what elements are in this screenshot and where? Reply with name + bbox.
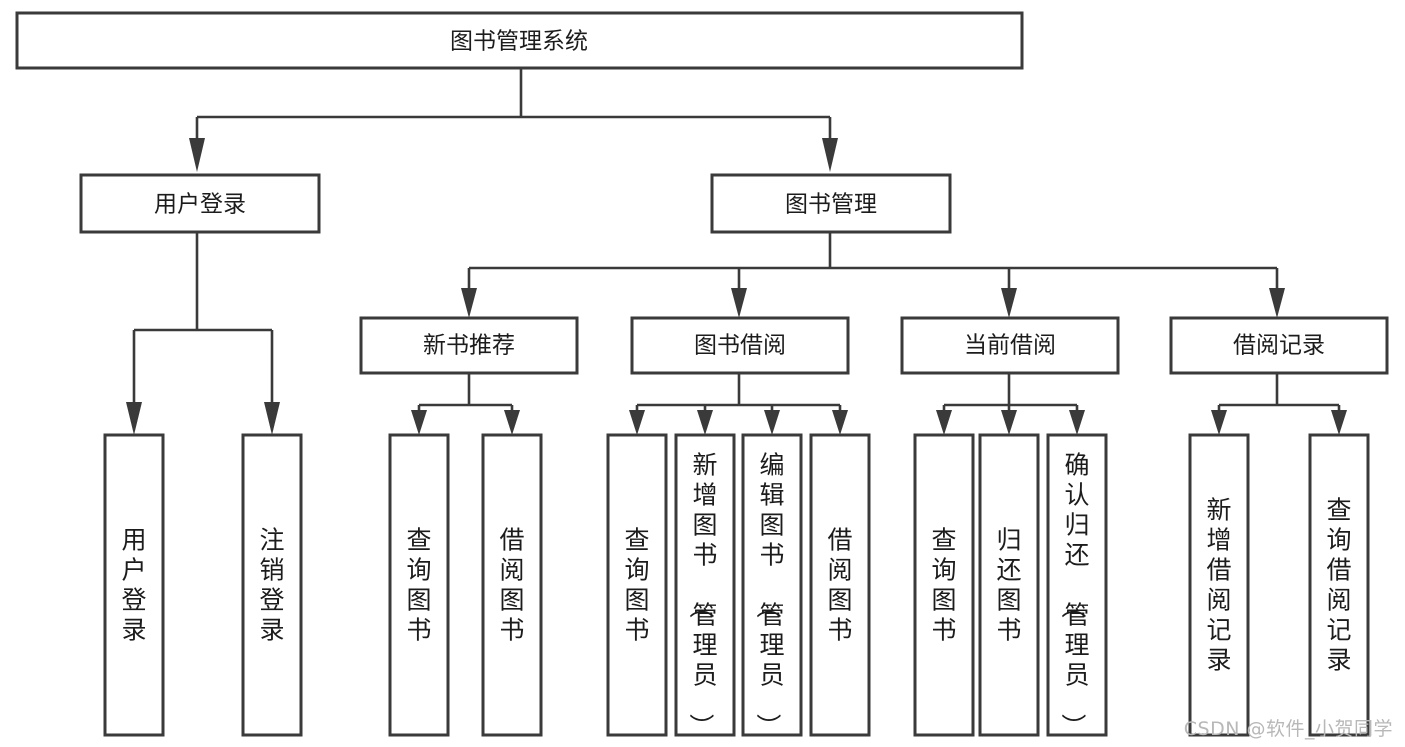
leaf-query-book-3-label: 查询图书 bbox=[931, 525, 956, 644]
node-current-borrow[interactable]: 当前借阅 bbox=[900, 316, 1120, 375]
arrow-to-leaf-query-book-2 bbox=[629, 410, 645, 435]
node-new-book-recommend-box[interactable] bbox=[359, 316, 579, 375]
leaf-add-record-box[interactable] bbox=[1188, 433, 1250, 737]
connector-layer bbox=[126, 68, 1347, 435]
node-book-borrow-label: 图书借阅 bbox=[694, 333, 786, 359]
leaf-return-book-box[interactable] bbox=[978, 433, 1040, 737]
leaf-query-record[interactable]: 查询借阅记录 bbox=[1308, 433, 1370, 737]
node-borrow-record[interactable]: 借阅记录 bbox=[1169, 316, 1389, 375]
leaf-confirm-return-box[interactable] bbox=[1046, 433, 1108, 737]
leaf-query-book-3-box[interactable] bbox=[913, 433, 975, 737]
arrow-to-user-login bbox=[189, 138, 205, 172]
arrow-to-leaf-logout bbox=[264, 402, 280, 435]
arrow-to-leaf-add-record bbox=[1211, 410, 1227, 435]
leaf-logout-label: 注销登录 bbox=[259, 525, 284, 644]
leaf-confirm-return[interactable]: 确认归还（管理员） bbox=[1046, 433, 1108, 738]
arrow-to-leaf-query-book-3 bbox=[936, 410, 952, 435]
node-book-borrow-box[interactable] bbox=[630, 316, 850, 375]
leaf-add-record[interactable]: 新增借阅记录 bbox=[1188, 433, 1250, 737]
arrow-to-leaf-query-record bbox=[1331, 410, 1347, 435]
leaf-query-book-2-label: 查询图书 bbox=[624, 525, 649, 644]
node-user-login-label: 用户登录 bbox=[154, 192, 246, 218]
leaf-add-record-label: 新增借阅记录 bbox=[1206, 495, 1231, 674]
node-book-borrow[interactable]: 图书借阅 bbox=[630, 316, 850, 375]
arrow-to-leaf-edit-book bbox=[764, 410, 780, 435]
leaf-borrow-book-2[interactable]: 借阅图书 bbox=[809, 433, 871, 737]
leaf-edit-book-box[interactable] bbox=[741, 433, 803, 737]
arrow-to-leaf-confirm-return bbox=[1069, 410, 1085, 435]
leaf-confirm-return-label: 确认归还（管理员） bbox=[1058, 450, 1089, 738]
leaf-query-book-1[interactable]: 查询图书 bbox=[388, 433, 450, 737]
leaf-logout-box[interactable] bbox=[241, 433, 303, 737]
leaf-borrow-book-1-label: 借阅图书 bbox=[499, 525, 524, 644]
leaf-user-login[interactable]: 用户登录 bbox=[103, 433, 165, 737]
leaf-query-record-box[interactable] bbox=[1308, 433, 1370, 737]
node-borrow-record-label: 借阅记录 bbox=[1233, 333, 1325, 359]
arrow-to-borrow-record bbox=[1269, 288, 1285, 318]
leaf-edit-book-label: 编辑图书（管理员） bbox=[753, 450, 784, 738]
arrow-to-book-borrow bbox=[731, 288, 747, 318]
leaf-query-book-2-box[interactable] bbox=[606, 433, 668, 737]
leaf-return-book[interactable]: 归还图书 bbox=[978, 433, 1040, 737]
node-root-label: 图书管理系统 bbox=[450, 29, 588, 55]
node-book-management-label: 图书管理 bbox=[785, 192, 877, 218]
arrow-to-leaf-query-book-1 bbox=[411, 410, 427, 435]
leaf-query-book-1-box[interactable] bbox=[388, 433, 450, 737]
leaf-add-book-label: 新增图书（管理员） bbox=[686, 450, 717, 738]
leaf-query-book-1-label: 查询图书 bbox=[406, 525, 431, 644]
node-book-management[interactable]: 图书管理 bbox=[710, 173, 952, 234]
leaf-query-book-2[interactable]: 查询图书 bbox=[606, 433, 668, 737]
node-user-login-box[interactable] bbox=[79, 173, 321, 234]
node-current-borrow-label: 当前借阅 bbox=[964, 333, 1056, 359]
arrow-to-leaf-user-login bbox=[126, 402, 142, 435]
leaf-add-book-box[interactable] bbox=[674, 433, 736, 737]
arrow-to-leaf-add-book bbox=[697, 410, 713, 435]
node-book-management-box[interactable] bbox=[710, 173, 952, 234]
leaf-edit-book[interactable]: 编辑图书（管理员） bbox=[741, 433, 803, 738]
arrow-to-current-borrow bbox=[1001, 288, 1017, 318]
node-user-login[interactable]: 用户登录 bbox=[79, 173, 321, 234]
node-new-book-recommend[interactable]: 新书推荐 bbox=[359, 316, 579, 375]
arrow-to-leaf-return-book bbox=[1001, 410, 1017, 435]
arrow-to-new-book-recommend bbox=[461, 288, 477, 318]
leaf-user-login-box[interactable] bbox=[103, 433, 165, 737]
node-root[interactable]: 图书管理系统 bbox=[15, 11, 1024, 70]
leaf-query-book-3[interactable]: 查询图书 bbox=[913, 433, 975, 737]
leaf-query-record-label: 查询借阅记录 bbox=[1326, 495, 1351, 674]
arrow-to-leaf-borrow-book-2 bbox=[832, 410, 848, 435]
arrow-to-leaf-borrow-book-1 bbox=[504, 410, 520, 435]
leaf-borrow-book-1[interactable]: 借阅图书 bbox=[481, 433, 543, 737]
leaf-borrow-book-2-box[interactable] bbox=[809, 433, 871, 737]
arrow-to-book-management bbox=[822, 138, 838, 172]
leaf-borrow-book-1-box[interactable] bbox=[481, 433, 543, 737]
node-borrow-record-box[interactable] bbox=[1169, 316, 1389, 375]
leaf-borrow-book-2-label: 借阅图书 bbox=[827, 525, 852, 644]
leaf-user-login-label: 用户登录 bbox=[121, 525, 146, 644]
leaf-return-book-label: 归还图书 bbox=[996, 525, 1021, 644]
leaf-logout[interactable]: 注销登录 bbox=[241, 433, 303, 737]
node-new-book-recommend-label: 新书推荐 bbox=[423, 333, 515, 359]
node-root-box[interactable] bbox=[15, 11, 1024, 70]
node-current-borrow-box[interactable] bbox=[900, 316, 1120, 375]
leaf-add-book[interactable]: 新增图书（管理员） bbox=[674, 433, 736, 738]
